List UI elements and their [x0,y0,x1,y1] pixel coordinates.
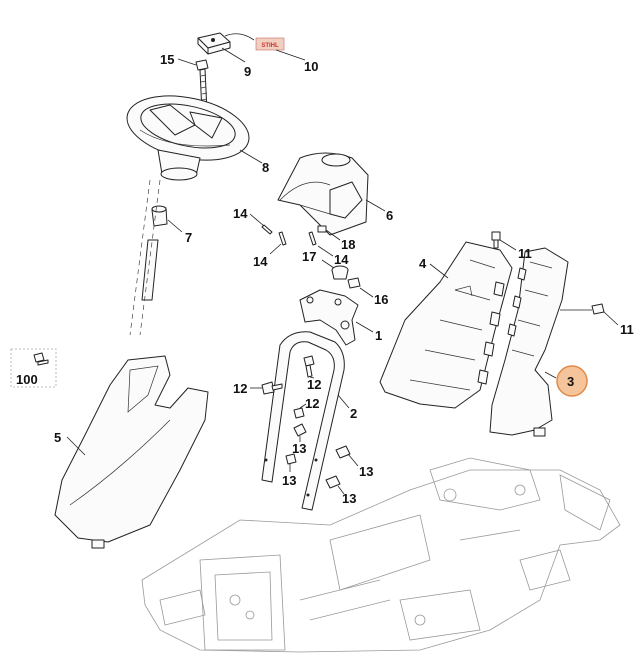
label-part-100[interactable]: 100 [16,372,38,387]
tractor-frame-outline [141,457,621,653]
label-part-12-b[interactable]: 12 [307,377,321,392]
part-4-side-panel [379,241,513,409]
label-part-3[interactable]: 3 [567,374,574,389]
label-part-11-b[interactable]: 11 [620,322,634,337]
part-5-front-cover [54,355,209,549]
part-18-clip [317,225,327,233]
part-13-screw-a [293,423,307,437]
part-2-steering-support-tube [261,331,345,511]
label-part-12-c[interactable]: 12 [305,396,319,411]
part-100-box [10,348,57,388]
part-16-nut [347,277,361,289]
label-part-14-b[interactable]: 14 [253,254,268,269]
label-part-5[interactable]: 5 [54,430,61,445]
part-17-grommet [331,265,349,280]
label-part-13-a[interactable]: 13 [292,441,306,456]
label-part-15[interactable]: 15 [160,52,174,67]
label-part-9[interactable]: 9 [244,64,251,79]
part-14-screw-c [308,231,317,246]
part-12-screw-a [261,381,283,395]
part-7-bushing [151,205,168,227]
label-part-13-c[interactable]: 13 [282,473,296,488]
label-part-12-a[interactable]: 12 [233,381,247,396]
decal-text: STIHL [261,43,279,49]
part-3-highlight-circle[interactable] [556,365,588,397]
part-14-screw-a [261,224,273,235]
part-14-screw-b [278,231,287,246]
label-part-6[interactable]: 6 [386,208,393,223]
label-part-17[interactable]: 17 [302,249,316,264]
part-1-mounting-bracket [299,289,359,346]
part-13-screw-d [325,475,341,489]
label-part-7[interactable]: 7 [185,230,192,245]
label-part-16[interactable]: 16 [374,292,388,307]
part-13-screw-c [335,445,351,459]
label-part-11-a[interactable]: 11 [518,246,532,261]
part-9-cover-cap [197,32,231,55]
steering-shaft [129,179,161,336]
label-part-14-a[interactable]: 14 [233,206,248,221]
part-100-screw [33,352,49,366]
label-part-13-b[interactable]: 13 [359,464,373,479]
part-6-dash-cover [277,152,369,236]
part-11-screw-b [591,303,605,315]
part-10-decal: STIHL [255,37,285,51]
part-8-steering-wheel [126,95,250,181]
label-part-4[interactable]: 4 [419,256,427,271]
part-12-screw-c [293,407,305,419]
label-part-10[interactable]: 10 [304,59,318,74]
label-part-18[interactable]: 18 [341,237,355,252]
part-12-screw-b [303,355,315,378]
label-part-1[interactable]: 1 [375,328,382,343]
label-part-13-d[interactable]: 13 [342,491,356,506]
part-11-screw-a [491,231,501,249]
label-part-14-c[interactable]: 14 [334,252,349,267]
label-part-2[interactable]: 2 [350,406,357,421]
label-part-8[interactable]: 8 [262,160,269,175]
part-13-screw-b [285,453,297,465]
part-3-right-panel [489,247,569,437]
